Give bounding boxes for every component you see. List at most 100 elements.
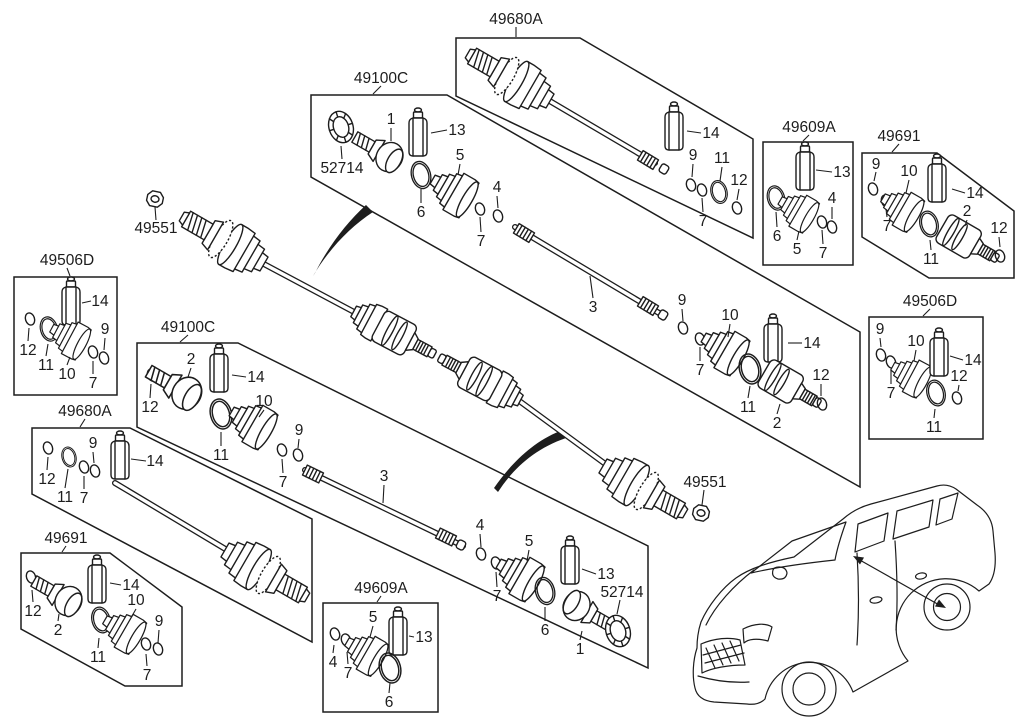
leader-line [526, 549, 530, 562]
group-49680A-left [41, 430, 320, 619]
box-49680A-left [31, 427, 313, 644]
callout-number: 7 [344, 665, 353, 682]
side-mirror [771, 566, 788, 580]
leader-line [154, 206, 157, 221]
callout-number: 10 [721, 307, 739, 324]
callout-number: 11 [90, 649, 106, 666]
leader-line [719, 166, 723, 182]
leader-line [929, 239, 932, 251]
callout-number: 7 [819, 245, 828, 262]
callout-number: 6 [541, 622, 550, 639]
leader-line [382, 484, 385, 504]
callout-number: 11 [740, 399, 756, 416]
callout-number: 7 [477, 233, 486, 250]
callout-number: 5 [793, 241, 802, 258]
part-number-label: 49100C [354, 70, 408, 87]
leader-line [581, 568, 597, 575]
leader-line [589, 275, 594, 299]
callout-number: 12 [812, 367, 829, 384]
callout-number: 5 [456, 147, 465, 164]
group-49609A-top [764, 141, 839, 236]
leader-line [933, 408, 936, 419]
leader-line [873, 171, 877, 182]
leader-line [372, 85, 382, 95]
callout-number: 10 [255, 393, 273, 410]
callout-number: 13 [448, 122, 465, 139]
box-49506D-left [13, 276, 118, 396]
swoosh-icon [494, 431, 566, 492]
box-49609A-bottom [322, 602, 439, 713]
callout-number: 7 [699, 213, 708, 230]
callout-number: 7 [887, 385, 896, 402]
leader-line [796, 230, 800, 241]
leader-line [736, 188, 740, 201]
box-49691-bottom [20, 552, 183, 687]
callout-number: 14 [966, 185, 984, 202]
part-number-label: 52714 [600, 584, 643, 601]
callout-number: 9 [678, 292, 687, 309]
part-number-label: 49551 [134, 220, 177, 237]
leader-line [376, 595, 382, 603]
callout-number: 6 [773, 228, 782, 245]
part-number-label: 49691 [44, 530, 87, 547]
rear-door-seam [894, 540, 898, 631]
group-49506D-left [23, 276, 111, 366]
part-number-labels: 49680A49100C49609A4969149506D49506D49100… [19, 11, 1007, 711]
part-number-label: 49551 [683, 474, 726, 491]
callout-number: 4 [828, 190, 837, 207]
callout-number: 13 [833, 164, 850, 181]
leader-line [775, 211, 778, 228]
leader-line [479, 216, 482, 233]
leader-line [913, 349, 917, 362]
callout-number: 2 [54, 622, 63, 639]
front-door-seam [856, 552, 860, 646]
axle-assembly-upper [144, 189, 445, 372]
leader-line [332, 644, 335, 654]
callout-number: 1 [576, 641, 585, 658]
leader-lines [27, 27, 1001, 694]
callout-number: 3 [589, 299, 598, 316]
leader-line [885, 208, 888, 218]
callout-number: 14 [702, 125, 720, 142]
callout-number: 11 [926, 419, 942, 436]
leader-line [130, 458, 147, 462]
swoosh-marks [313, 205, 566, 492]
part-number-label: 49680A [58, 403, 112, 420]
callout-number: 12 [38, 471, 55, 488]
leader-line [187, 367, 192, 378]
leader-line [27, 327, 30, 342]
hood-crease-line [705, 569, 755, 626]
callout-number: 12 [141, 399, 158, 416]
bumper-line [697, 675, 750, 683]
leader-line [964, 219, 968, 227]
side-window-front [854, 512, 889, 553]
leader-line [905, 179, 910, 194]
callout-number: 13 [415, 629, 432, 646]
callout-number: 9 [155, 613, 164, 630]
callout-number: 7 [279, 474, 288, 491]
leader-line [64, 468, 69, 489]
callout-number: 6 [385, 694, 394, 711]
leader-line [408, 635, 415, 638]
leader-line [66, 356, 71, 366]
leader-line [131, 608, 137, 617]
leader-line [821, 229, 824, 245]
callout-number: 11 [57, 489, 73, 506]
leader-line [691, 163, 694, 178]
part-number-label: 52714 [320, 160, 363, 177]
leader-line [179, 334, 189, 343]
leader-line [157, 629, 160, 644]
leader-line [81, 300, 92, 304]
leader-line [103, 337, 106, 351]
car-body-silhouette [692, 484, 996, 705]
leader-line [802, 134, 810, 142]
part-number-label: 49100C [161, 319, 215, 336]
leader-line [579, 630, 583, 641]
leader-line [495, 571, 498, 588]
leader-line [891, 143, 900, 153]
leader-line [457, 163, 461, 176]
leader-line [776, 403, 781, 415]
callout-number: 9 [89, 435, 98, 452]
callout-number: 11 [714, 150, 730, 167]
callout-number: 11 [38, 357, 54, 374]
